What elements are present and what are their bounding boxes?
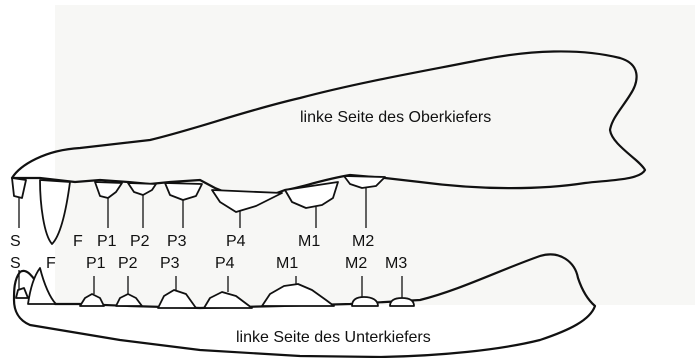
lower-tooth-P3: [157, 289, 197, 309]
lower-tooth-M2: [351, 296, 379, 307]
upper-tooth-P1: [94, 181, 123, 199]
lower-jaw: linke Seite des Unterkiefers S F P1 P2 P…: [10, 253, 597, 358]
lower-label-M3: M3: [385, 255, 407, 272]
lower-tooth-S: [15, 287, 29, 299]
upper-label-P2: P2: [130, 233, 150, 250]
lower-tooth-P1: [79, 293, 105, 307]
lower-label-M1: M1: [276, 255, 298, 272]
upper-label-P4: P4: [226, 233, 246, 250]
upper-tooth-P4: [211, 189, 283, 213]
lower-label-M2: M2: [345, 255, 367, 272]
lower-tooth-M1: [261, 283, 335, 307]
upper-tooth-F: [39, 179, 71, 245]
lower-label-P2: P2: [118, 255, 138, 272]
lower-tooth-M3: [389, 297, 415, 307]
upper-tooth-M2: [343, 175, 386, 189]
lower-label-S: S: [10, 255, 21, 272]
lower-tooth-F: [27, 267, 57, 305]
upper-label-M1: M1: [298, 233, 320, 250]
upper-tooth-P3: [164, 182, 203, 201]
upper-jaw: linke Seite des Oberkiefers S F P1 P2 P3…: [10, 50, 647, 250]
upper-label-P1: P1: [97, 233, 117, 250]
upper-jaw-caption: linke Seite des Oberkiefers: [300, 109, 491, 126]
lower-jaw-caption: linke Seite des Unterkiefers: [236, 329, 431, 346]
lower-tooth-P4: [203, 291, 253, 309]
paper-texture: [55, 5, 695, 305]
upper-label-M2: M2: [352, 233, 374, 250]
lower-label-P1: P1: [86, 255, 106, 272]
upper-label-P3: P3: [167, 233, 187, 250]
upper-tooth-S: [11, 177, 27, 199]
lower-label-P3: P3: [160, 255, 180, 272]
upper-jaw-outline: [10, 50, 647, 200]
upper-tooth-M1: [284, 181, 339, 209]
upper-tooth-P2: [127, 182, 157, 196]
upper-label-S: S: [10, 233, 21, 250]
lower-label-P4: P4: [215, 255, 235, 272]
lower-label-F: F: [46, 255, 56, 272]
upper-label-F: F: [73, 233, 83, 250]
lower-tooth-P2: [115, 293, 143, 307]
